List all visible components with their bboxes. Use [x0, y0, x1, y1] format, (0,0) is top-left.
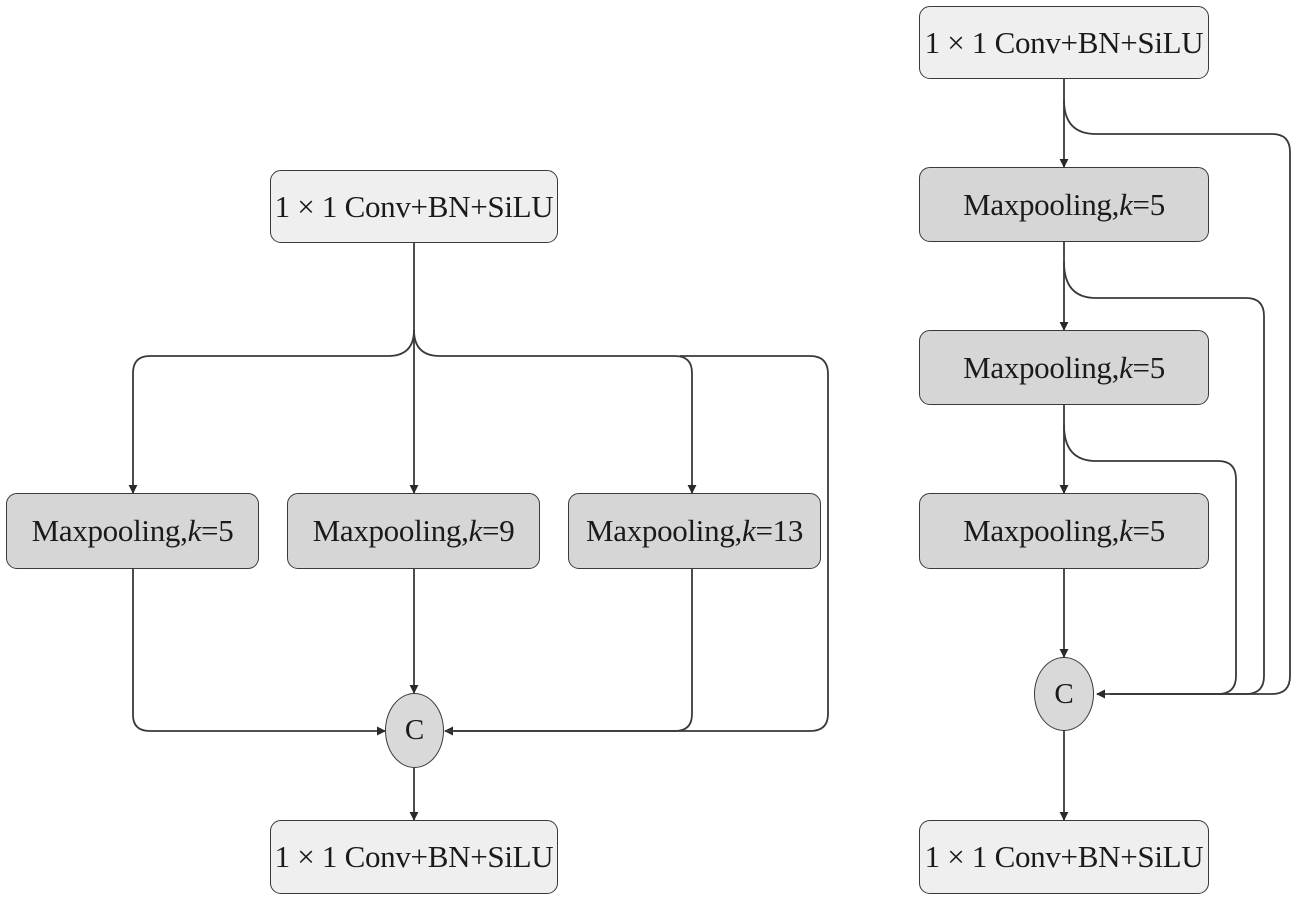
- right-pool-3-prefix: Maxpooling,: [963, 513, 1120, 548]
- left-pool-k5-value: =5: [201, 513, 234, 548]
- left-line-skip: [444, 355, 829, 736]
- left-conv-bottom-label: 1 × 1 Conv+BN+SiLU: [274, 839, 554, 874]
- right-conv-bottom: 1 × 1 Conv+BN+SiLU: [919, 820, 1209, 894]
- right-conv-top: 1 × 1 Conv+BN+SiLU: [919, 6, 1209, 79]
- right-concat-node: C: [1034, 657, 1094, 731]
- left-line-to-pool-a: [128, 329, 415, 494]
- left-pool-k13-prefix: Maxpooling,: [585, 513, 742, 548]
- left-pool-k13-value: =13: [755, 513, 804, 548]
- right-pool-2-k: k: [1119, 349, 1133, 385]
- right-pool-2-value: =5: [1132, 349, 1166, 385]
- left-line-to-pool-c: [413, 329, 697, 494]
- right-conv-top-label: 1 × 1 Conv+BN+SiLU: [924, 24, 1204, 60]
- left-pool-k5-prefix: Maxpooling,: [31, 513, 188, 548]
- right-pool-1: Maxpooling,k=5: [919, 167, 1209, 242]
- left-line-pool-a-to-concat: [132, 569, 386, 736]
- right-line-skip-pool1: [1063, 261, 1265, 695]
- right-pool-1-prefix: Maxpooling,: [963, 186, 1120, 222]
- left-conv-top-label: 1 × 1 Conv+BN+SiLU: [274, 188, 554, 224]
- left-conv-bottom: 1 × 1 Conv+BN+SiLU: [270, 820, 558, 894]
- left-concat-label: C: [404, 714, 425, 746]
- left-concat-node: C: [385, 693, 444, 768]
- right-pool-1-value: =5: [1132, 186, 1166, 222]
- right-concat-label: C: [1054, 677, 1074, 710]
- left-pool-k13-k: k: [741, 513, 756, 548]
- left-pool-k5-k: k: [187, 513, 202, 548]
- right-line-skip-pool2: [1063, 424, 1237, 695]
- left-conv-top: 1 × 1 Conv+BN+SiLU: [270, 170, 558, 243]
- left-line-pool-c-to-concat: [445, 569, 693, 732]
- right-pool-2: Maxpooling,k=5: [919, 330, 1209, 405]
- right-pool-2-prefix: Maxpooling,: [963, 349, 1120, 385]
- left-pool-k9-k: k: [468, 513, 483, 548]
- right-pool-3-value: =5: [1132, 513, 1166, 548]
- right-conv-bottom-label: 1 × 1 Conv+BN+SiLU: [924, 839, 1204, 874]
- right-pool-3: Maxpooling,k=5: [919, 493, 1209, 569]
- right-pool-1-k: k: [1119, 186, 1133, 222]
- left-pool-k9-value: =9: [482, 513, 515, 548]
- left-pool-k13: Maxpooling,k=13: [568, 493, 821, 569]
- left-pool-k9: Maxpooling,k=9: [287, 493, 540, 569]
- right-line-skip-conv: [1063, 99, 1291, 699]
- left-pool-k9-prefix: Maxpooling,: [312, 513, 469, 548]
- right-pool-3-k: k: [1119, 513, 1133, 548]
- left-pool-k5: Maxpooling,k=5: [6, 493, 259, 569]
